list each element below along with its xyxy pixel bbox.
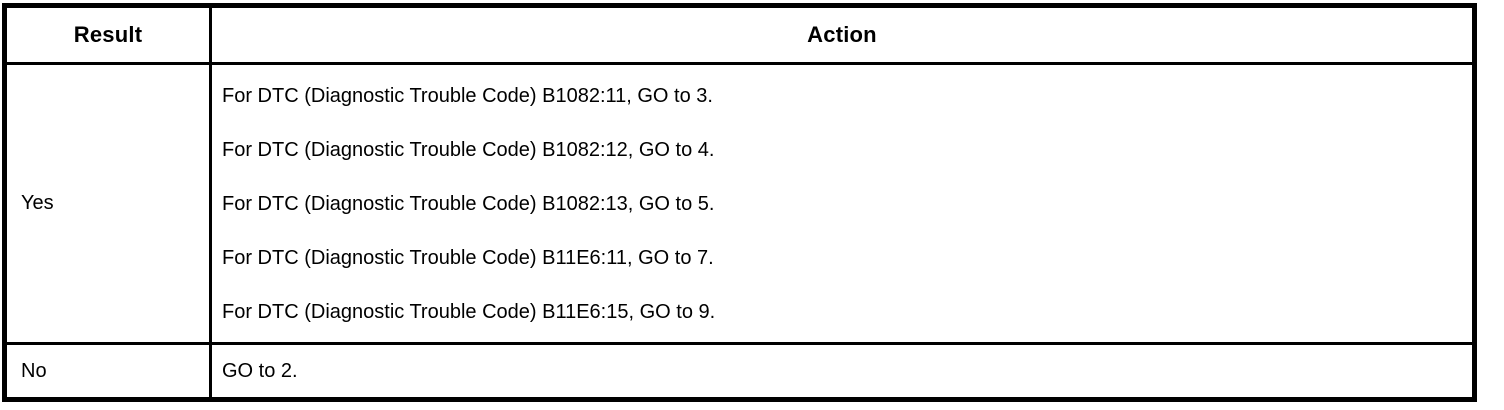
table-row-no: No GO to 2. <box>7 345 1472 397</box>
action-line: For DTC (Diagnostic Trouble Code) B1082:… <box>222 84 713 107</box>
result-action-table: Result Action Yes For DTC (Diagnostic Tr… <box>2 3 1477 402</box>
action-cell-yes: For DTC (Diagnostic Trouble Code) B1082:… <box>212 65 1472 342</box>
action-line: For DTC (Diagnostic Trouble Code) B1082:… <box>222 192 715 215</box>
table-row-yes: Yes For DTC (Diagnostic Trouble Code) B1… <box>7 65 1472 345</box>
action-line: For DTC (Diagnostic Trouble Code) B11E6:… <box>222 246 714 269</box>
action-line: GO to 2. <box>222 359 298 382</box>
column-header-result: Result <box>7 8 212 62</box>
action-cell-no: GO to 2. <box>212 345 1472 397</box>
result-cell-yes: Yes <box>7 65 212 342</box>
table-header-row: Result Action <box>7 8 1472 65</box>
action-line: For DTC (Diagnostic Trouble Code) B11E6:… <box>222 300 716 323</box>
column-header-action: Action <box>807 22 877 47</box>
result-cell-no: No <box>7 345 212 397</box>
action-line: For DTC (Diagnostic Trouble Code) B1082:… <box>222 138 715 161</box>
